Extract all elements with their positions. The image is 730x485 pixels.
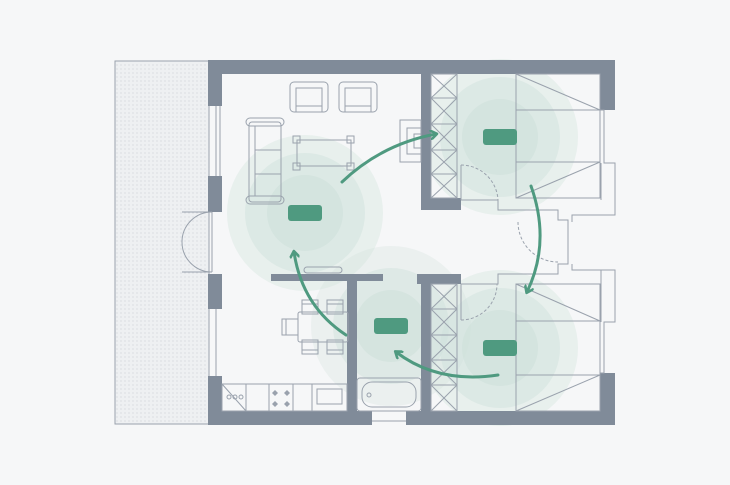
cooktop-burners: [272, 390, 290, 407]
flow-bathroom-to-living-curved-arrow-icon: [294, 252, 348, 337]
coffee-table: [292, 135, 355, 171]
living-room-furniture: [245, 81, 422, 205]
wardrobe-bottom: [430, 283, 458, 412]
sensor-bedroom-bottom-sensor-node-icon: [483, 340, 517, 356]
sensor-bedroom-top-sensor-node-icon: [483, 129, 517, 145]
terrace-double-door: [181, 211, 213, 273]
partitions: [215, 106, 616, 376]
bathroom-fixtures: [356, 377, 422, 422]
bedroom-top-door: [460, 164, 499, 201]
sensor-bathroom-sensor-node-icon: [374, 318, 408, 334]
flow-living-to-bedroom-top-curved-arrow-icon: [340, 134, 436, 184]
walls: [208, 60, 615, 425]
flow-bedroom-bottom-to-bathroom-curved-arrow-icon: [396, 352, 500, 379]
flow-arrows: [294, 134, 542, 379]
bedroom-bottom-door: [460, 283, 498, 321]
doors: [181, 164, 559, 321]
flow-bedroom-top-to-bedroom-bottom-curved-arrow-icon: [527, 184, 542, 292]
kitchen: [221, 383, 348, 412]
dining-set: [281, 266, 349, 355]
wardrobes: [430, 73, 458, 412]
coverage-zones: [227, 59, 578, 426]
terrace: [114, 60, 210, 425]
hall-door: [517, 221, 559, 263]
sensor-living-room-sensor-node-icon: [288, 205, 322, 221]
sensors: [288, 129, 517, 356]
armchair-right: [338, 81, 378, 113]
sofa: [245, 117, 285, 205]
armchair-left: [289, 81, 329, 113]
